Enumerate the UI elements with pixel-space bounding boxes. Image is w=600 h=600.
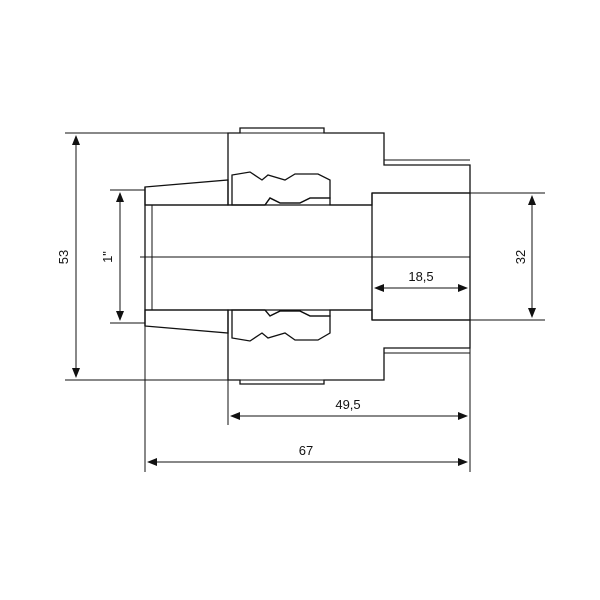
thread-insert-top: [144, 179, 229, 206]
dim-label-socket-diameter: 32: [513, 250, 528, 264]
dim-label-socket-depth: 18,5: [408, 269, 433, 284]
dim-label-overall-height: 53: [56, 250, 71, 264]
dim-label-body-length: 49,5: [335, 397, 360, 412]
dim-label-overall-length: 67: [299, 443, 313, 458]
dim-label-thread-size: 1": [100, 251, 115, 263]
body-bottom-section: [227, 309, 471, 385]
thread-teeth-bottom: [231, 309, 331, 342]
thread-insert-bottom: [144, 309, 229, 334]
thread-teeth-top: [231, 171, 331, 206]
